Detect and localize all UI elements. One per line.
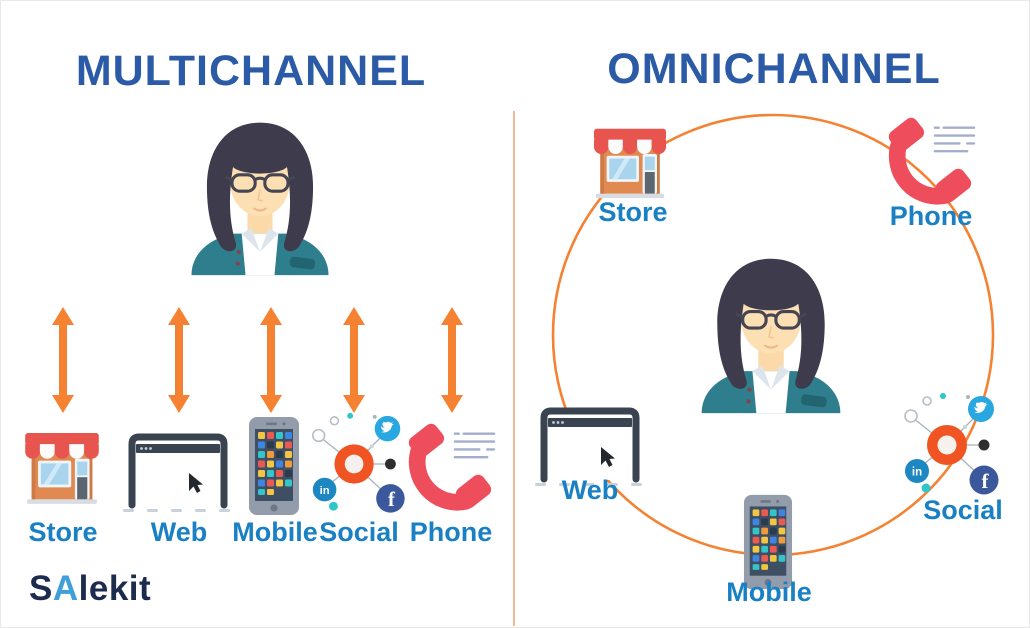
telephone-handset-icon: [873, 113, 983, 213]
customer-avatar: [688, 247, 854, 419]
omnichannel-title: OMNICHANNEL: [607, 45, 941, 93]
mobile-label: Mobile: [726, 577, 812, 607]
store-label: Store: [28, 517, 98, 547]
telephone-handset-icon: [393, 419, 503, 519]
social-label: Social: [923, 495, 1003, 525]
logo-suffix: lekit: [78, 569, 152, 608]
customer-avatar: [178, 107, 342, 285]
double-arrow-icon: [258, 307, 284, 413]
store-icon: [16, 421, 108, 515]
panel-divider: [513, 111, 515, 626]
mobile-phone-icon: [243, 415, 305, 519]
phone-label: Phone: [409, 517, 493, 547]
social-network-icon: [893, 387, 1009, 503]
person-icon: [178, 107, 342, 285]
mobile-label: Mobile: [232, 517, 318, 547]
double-arrow-icon: [439, 307, 465, 413]
phone-label: Phone: [889, 201, 973, 231]
person-icon: [688, 247, 854, 419]
store-label: Store: [598, 197, 668, 227]
store-icon: [585, 117, 675, 209]
web-label: Web: [150, 517, 208, 547]
salekit-logo: SAlekit: [29, 569, 151, 609]
web-browser-icon: [121, 427, 235, 515]
double-arrow-icon: [50, 307, 76, 413]
multichannel-title: MULTICHANNEL: [75, 47, 427, 95]
logo-prefix: S: [29, 569, 53, 608]
double-arrow-icon: [341, 307, 367, 413]
logo-accent-letter: A: [52, 569, 79, 608]
social-label: Social: [319, 517, 399, 547]
double-arrow-icon: [166, 307, 192, 413]
web-label: Web: [561, 475, 619, 505]
